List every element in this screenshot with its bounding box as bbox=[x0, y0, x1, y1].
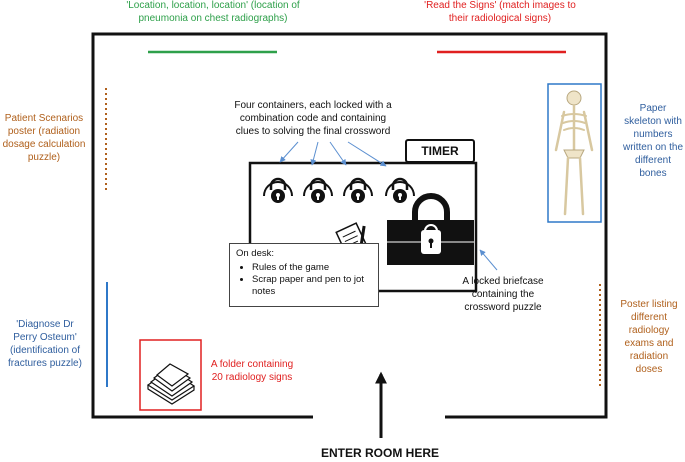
skeleton-label: Paper skeleton with numbers written on t… bbox=[622, 103, 684, 179]
containers-note: Four containers, each locked with a comb… bbox=[234, 100, 392, 137]
top-right-station-label: 'Read the Signs' (match images to their … bbox=[424, 0, 576, 24]
briefcase-icon bbox=[387, 193, 474, 265]
desk-items-list: Rules of the game Scrap paper and pen to… bbox=[236, 262, 372, 298]
left-lower-poster-label: 'Diagnose Dr Perry Osteum' (identificati… bbox=[8, 319, 82, 369]
briefcase-note: A locked briefcase containing the crossw… bbox=[462, 276, 544, 313]
desk-title: On desk: bbox=[236, 248, 275, 259]
entrance-label: ENTER ROOM HERE bbox=[320, 446, 439, 460]
folder-papers-icon bbox=[146, 363, 196, 405]
skeleton-icon bbox=[554, 90, 594, 216]
folder-frame bbox=[139, 339, 202, 411]
left-upper-poster-label: Patient Scenarios poster (radiation dosa… bbox=[2, 113, 86, 163]
room-walls bbox=[91, 32, 608, 419]
desk-item: Scrap paper and pen to jot notes bbox=[252, 274, 372, 298]
padlock-icon bbox=[385, 177, 415, 203]
right-lower-poster-label: Poster listing different radiology exams… bbox=[620, 299, 678, 375]
top-left-station-label: 'Location, location, location' (location… bbox=[126, 0, 300, 24]
desk-note-box: On desk: Rules of the game Scrap paper a… bbox=[229, 243, 379, 307]
padlock-icon bbox=[263, 177, 293, 203]
skeleton-frame bbox=[547, 83, 602, 223]
padlock-icon bbox=[303, 177, 333, 203]
container-arrows bbox=[279, 141, 498, 271]
desk-item: Rules of the game bbox=[252, 262, 372, 274]
padlock-icon bbox=[343, 177, 373, 203]
timer-label: TIMER bbox=[405, 139, 475, 163]
folder-note: A folder containing 20 radiology signs bbox=[210, 359, 294, 383]
